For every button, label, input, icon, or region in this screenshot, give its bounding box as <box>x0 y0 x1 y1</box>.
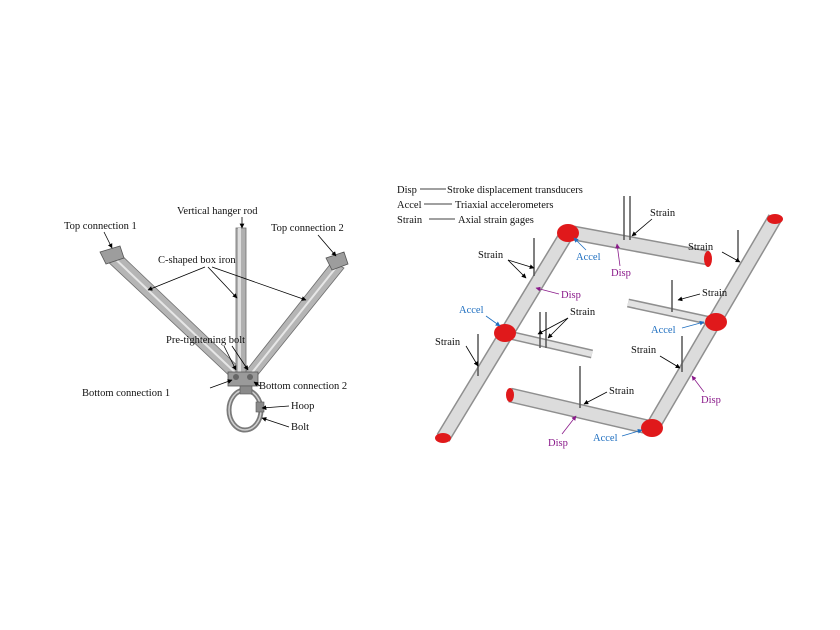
leader-disp-top <box>615 243 621 267</box>
leader-strain-left-upper-a <box>507 259 527 279</box>
hoop <box>226 385 265 433</box>
leader-strain-back <box>631 218 653 237</box>
elbow-back-left <box>557 224 579 242</box>
leader-box-iron-right <box>211 266 307 301</box>
label-strain-front: Strain <box>609 386 635 397</box>
bottom-connection-cluster <box>227 371 259 387</box>
leader-strain-left-upper-b <box>507 259 535 270</box>
label-pre-tightening-bolt: Pre-tightening bolt <box>166 335 245 346</box>
leader-bolt <box>261 417 290 428</box>
tee-right-middle <box>705 313 727 331</box>
legend-strain-abbr: Strain <box>397 215 423 226</box>
label-disp-top: Disp <box>611 268 631 279</box>
label-strain-center-right: Strain <box>702 288 728 299</box>
leader-strain-center-right <box>677 293 701 302</box>
c-shaped-box-iron-right <box>241 261 345 383</box>
piping-system-figure: Disp Stroke displacement transducers Acc… <box>397 185 783 449</box>
elbow-front-right <box>641 419 663 437</box>
label-top-connection-1: Top connection 1 <box>64 221 137 232</box>
label-strain-back: Strain <box>650 208 676 219</box>
leader-accel-left <box>485 315 501 327</box>
leader-accel-front <box>621 428 643 437</box>
leader-strain-front <box>583 391 608 405</box>
label-bolt: Bolt <box>291 422 309 433</box>
label-strain-right-lower: Strain <box>631 345 657 356</box>
leader-disp-left <box>535 286 560 295</box>
leader-strain-right-lower <box>659 355 681 369</box>
label-strain-right-upper: Strain <box>688 242 714 253</box>
end-cap-top-right <box>767 214 783 224</box>
legend-accel-desc: Triaxial accelerometers <box>455 200 553 211</box>
leader-box-iron-center <box>207 266 238 299</box>
label-disp-left: Disp <box>561 290 581 301</box>
legend-strain-desc: Axial strain gages <box>458 215 534 226</box>
leader-bottom-connection-2 <box>253 381 261 387</box>
leader-disp-right <box>691 375 705 393</box>
c-shaped-box-iron-left <box>103 249 247 383</box>
leader-strain-left-lower <box>465 345 479 367</box>
leader-top-connection-1 <box>103 231 113 249</box>
leader-top-connection-2 <box>317 234 337 257</box>
label-c-shaped-box-iron: C-shaped box iron <box>158 255 236 266</box>
label-top-connection-2: Top connection 2 <box>271 223 344 234</box>
end-cap-back-right <box>704 251 712 267</box>
leader-accel-top <box>573 237 587 251</box>
label-accel-front: Accel <box>593 433 618 444</box>
label-strain-left-upper: Strain <box>478 250 504 261</box>
label-disp-right: Disp <box>701 395 721 406</box>
hanger-assembly-figure: Top connection 1 Vertical hanger rod Top… <box>64 206 349 433</box>
leader-accel-right <box>681 320 705 329</box>
leader-bolt-a <box>223 345 237 371</box>
leader-strain-left-middle-b <box>537 317 569 335</box>
end-cap-front-left <box>506 388 514 402</box>
label-strain-left-middle: Strain <box>570 307 596 318</box>
label-accel-right: Accel <box>651 325 676 336</box>
leader-disp-front <box>561 415 577 435</box>
label-disp-front: Disp <box>548 438 568 449</box>
leader-bolt-b <box>231 345 249 371</box>
legend-accel-abbr: Accel <box>397 200 422 211</box>
top-connection-2-plate <box>325 251 349 271</box>
label-bottom-connection-1: Bottom connection 1 <box>82 388 170 399</box>
vertical-hanger-rod <box>235 227 247 381</box>
leader-strain-left-middle-a <box>547 317 569 339</box>
leader-hoop <box>261 405 290 411</box>
legend: Disp Stroke displacement transducers Acc… <box>397 185 583 226</box>
legend-disp-abbr: Disp <box>397 185 417 196</box>
label-accel-left: Accel <box>459 305 484 316</box>
leader-box-iron-left <box>147 266 206 291</box>
red-fittings <box>435 214 783 443</box>
label-accel-top: Accel <box>576 252 601 263</box>
legend-disp-desc: Stroke displacement transducers <box>447 185 583 196</box>
leader-strain-right-upper <box>721 251 741 263</box>
top-connection-1-plate <box>99 245 125 265</box>
label-bottom-connection-2: Bottom connection 2 <box>259 381 347 392</box>
label-vertical-hanger-rod: Vertical hanger rod <box>177 206 258 217</box>
leader-bottom-connection-1 <box>209 379 233 389</box>
tee-left-middle <box>494 324 516 342</box>
end-cap-bottom-left <box>435 433 451 443</box>
label-hoop: Hoop <box>291 401 314 412</box>
label-strain-left-lower: Strain <box>435 337 461 348</box>
